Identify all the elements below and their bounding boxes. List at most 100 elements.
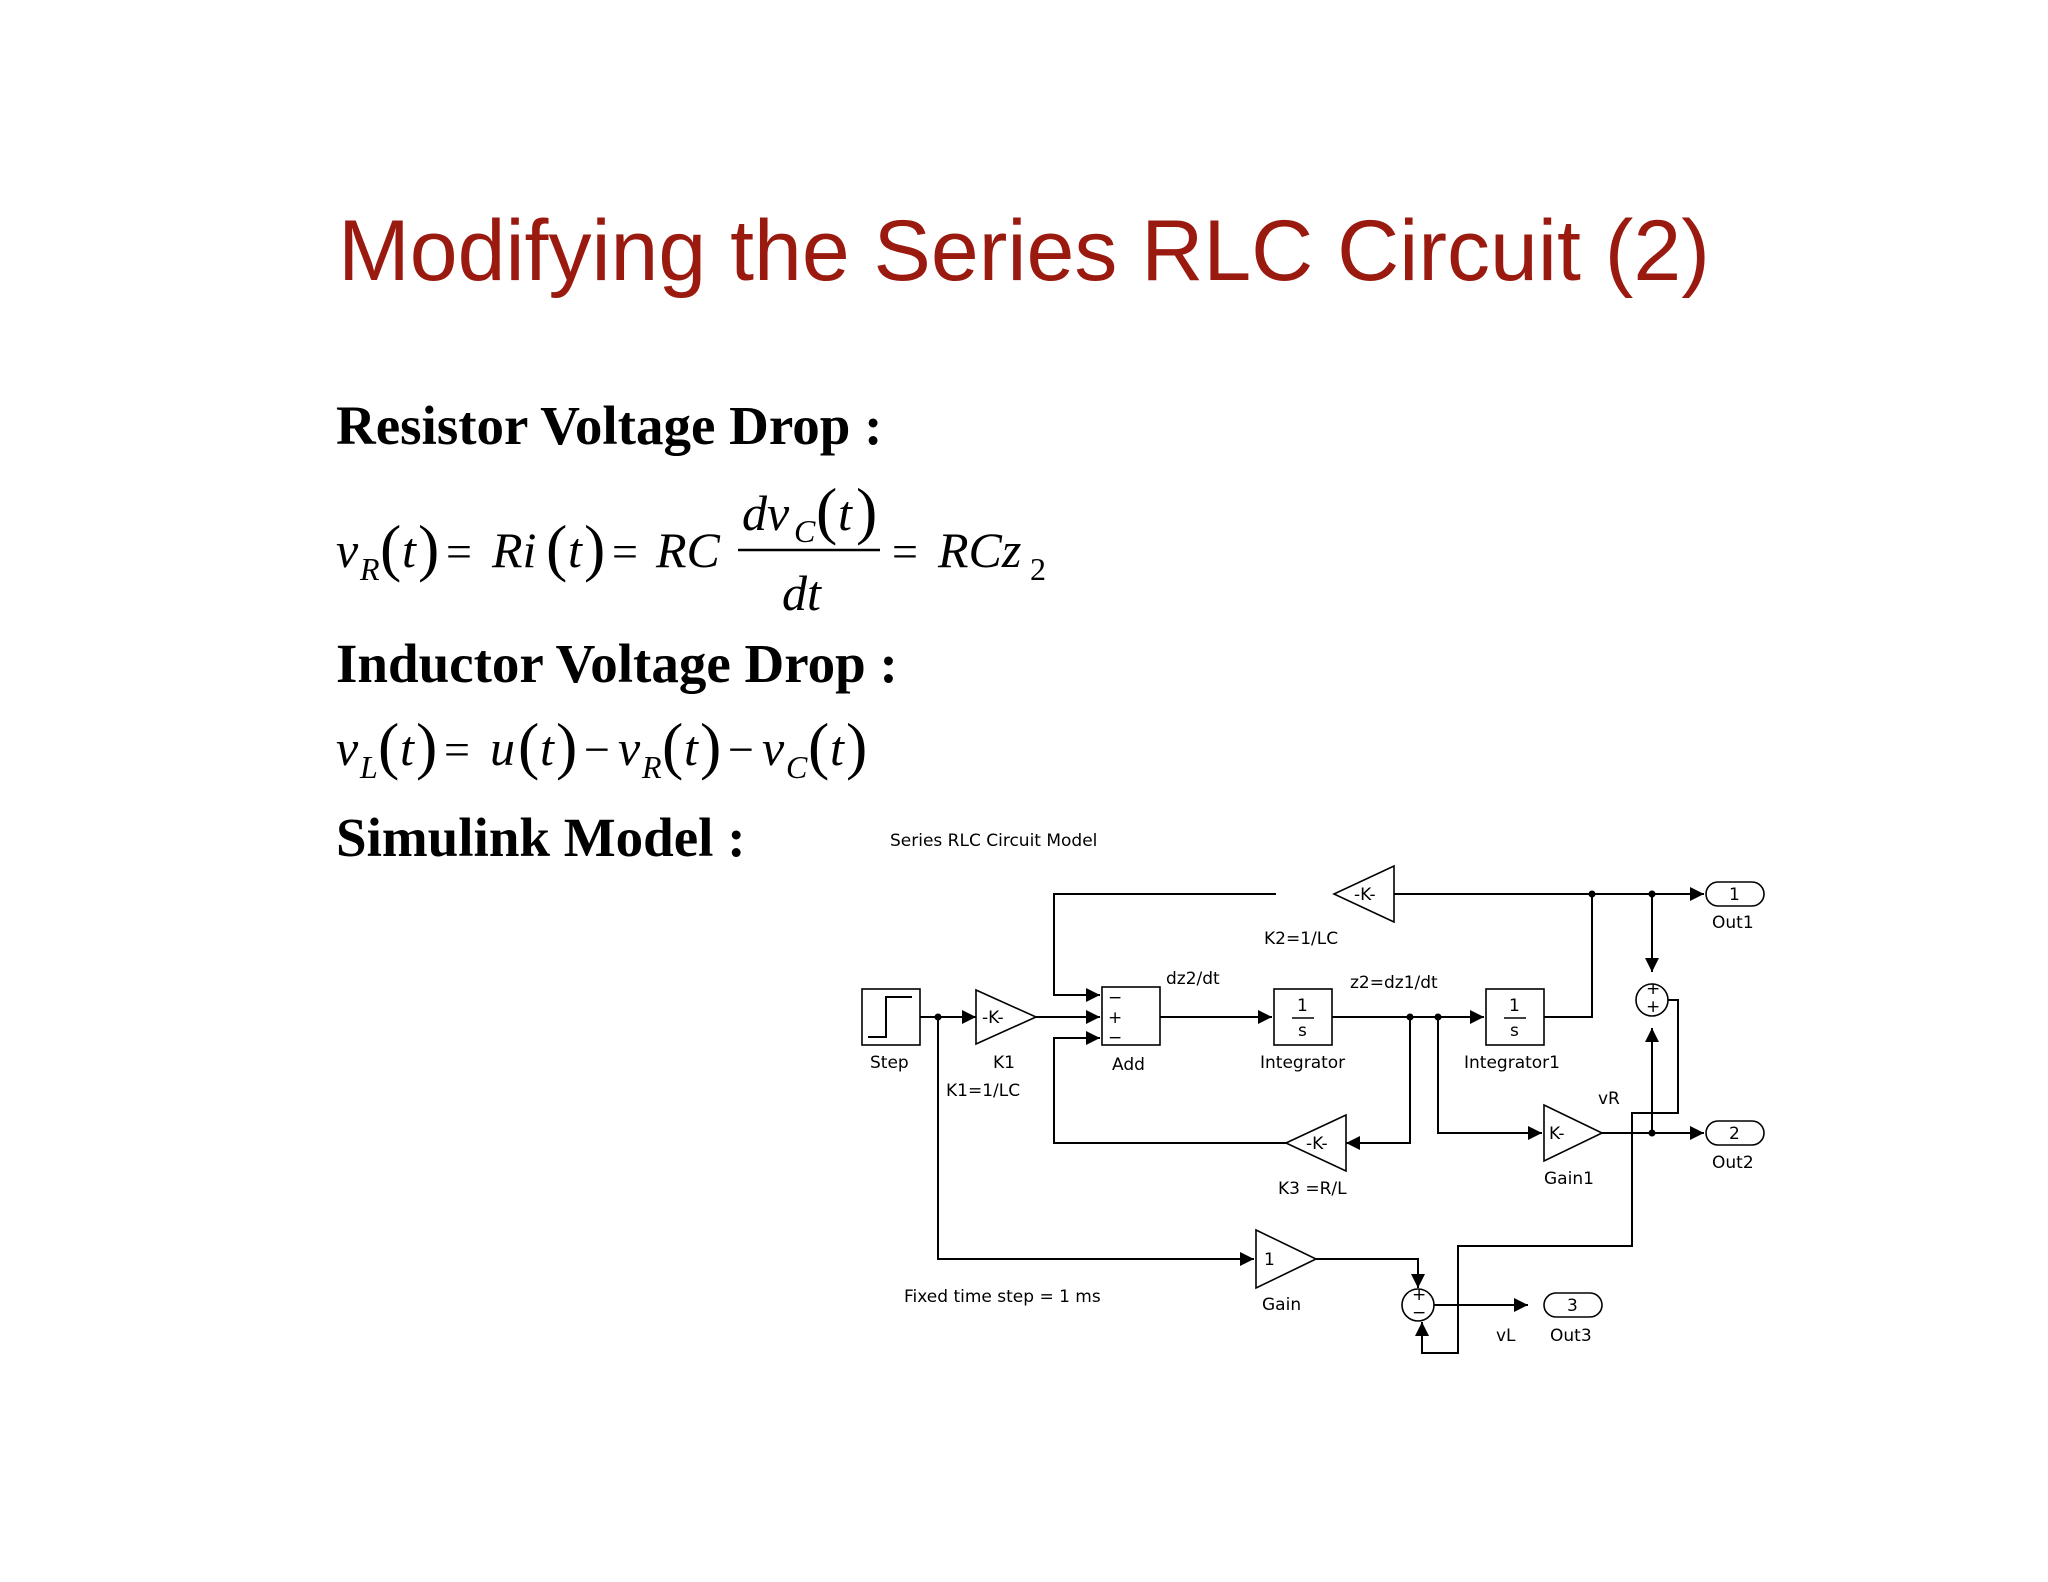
svg-text:t: t: [540, 720, 555, 776]
out1-label: Out1: [1712, 913, 1754, 933]
k3-gain-block[interactable]: -K- K3 =R/L: [1278, 1113, 1347, 1199]
svg-text:dv: dv: [742, 485, 790, 541]
svg-text:t: t: [830, 720, 845, 776]
svg-text:(: (: [378, 710, 399, 781]
svg-text:t: t: [684, 720, 699, 776]
svg-text:(: (: [518, 710, 539, 781]
svg-text:): ): [856, 475, 877, 546]
svg-text:C: C: [786, 749, 808, 785]
svg-text:): ): [556, 710, 577, 781]
svg-text:(: (: [816, 475, 837, 546]
gain-value: 1: [1264, 1250, 1275, 1270]
svg-text:): ): [846, 710, 867, 781]
out1-port-number: 1: [1729, 885, 1740, 905]
k2-label: K2=1/LC: [1264, 929, 1338, 949]
svg-text:(: (: [546, 512, 567, 583]
sum-bottom-sign-1: +: [1412, 1285, 1426, 1305]
add-label: Add: [1112, 1055, 1145, 1075]
svg-text:v: v: [762, 720, 785, 776]
svg-text:v: v: [336, 522, 359, 578]
out2-port[interactable]: 2 Out2: [1705, 1120, 1765, 1173]
svg-text:): ): [418, 512, 439, 583]
svg-text:v: v: [618, 720, 641, 776]
add-sign-1: −: [1108, 988, 1122, 1008]
svg-text:u: u: [490, 720, 515, 776]
k3-label: K3 =R/L: [1278, 1179, 1347, 1199]
resistor-equation: v R ( t ) = Ri ( t ) = RC dv C ( t ) dt …: [336, 475, 1046, 621]
k1-param-label: K1=1/LC: [946, 1081, 1020, 1101]
svg-text:=: =: [892, 526, 918, 577]
junction-dots: [934, 890, 1656, 1137]
sum-top-sign-1: +: [1646, 979, 1660, 999]
svg-text:): ): [584, 512, 605, 583]
out2-label: Out2: [1712, 1153, 1754, 1173]
fixed-step-note: Fixed time step = 1 ms: [904, 1287, 1101, 1307]
step-label: Step: [870, 1053, 909, 1073]
vr-signal-label: vR: [1598, 1089, 1620, 1109]
svg-text:L: L: [359, 749, 378, 785]
svg-text:=: =: [612, 526, 638, 577]
dz2-signal-label: dz2/dt: [1166, 969, 1220, 989]
svg-text:): ): [416, 710, 437, 781]
svg-text:(: (: [662, 710, 683, 781]
add-sign-3: −: [1108, 1028, 1122, 1048]
heading-simulink-model: Simulink Model :: [336, 807, 746, 868]
k1-gain-block[interactable]: -K- K1 K1=1/LC: [946, 988, 1038, 1101]
gain-label: Gain: [1262, 1295, 1301, 1315]
gain1-block[interactable]: K- Gain1: [1543, 1103, 1604, 1189]
integrator1-block[interactable]: 1 s Integrator1: [1464, 988, 1560, 1073]
svg-text:−: −: [584, 724, 610, 775]
svg-text:−: −: [728, 724, 754, 775]
out3-label: Out3: [1550, 1326, 1592, 1346]
svg-text:t: t: [838, 485, 853, 541]
add-sign-2: +: [1108, 1008, 1122, 1028]
k3-gain-value: -K-: [1306, 1134, 1328, 1154]
gain1-label: Gain1: [1544, 1169, 1594, 1189]
sum-top-sign-2: +: [1646, 997, 1660, 1017]
svg-text:R: R: [359, 551, 380, 587]
gain-block[interactable]: 1 Gain: [1255, 1228, 1318, 1315]
out3-port[interactable]: 3 Out3: [1543, 1292, 1603, 1346]
z2-signal-label: z2=dz1/dt: [1350, 973, 1438, 993]
svg-text:): ): [700, 710, 721, 781]
svg-text:(: (: [808, 710, 829, 781]
k2-gain-value: -K-: [1354, 885, 1376, 905]
k2-gain-block[interactable]: -K- K2=1/LC: [1264, 864, 1395, 949]
integrator1-numerator: 1: [1509, 996, 1520, 1016]
heading-resistor-voltage-drop: Resistor Voltage Drop :: [336, 395, 883, 456]
integrator1-denominator: s: [1510, 1021, 1519, 1041]
svg-text:v: v: [336, 720, 359, 776]
svg-text:=: =: [444, 724, 470, 775]
svg-text:t: t: [400, 720, 415, 776]
vl-signal-label: vL: [1496, 1326, 1516, 1346]
svg-text:dt: dt: [782, 565, 822, 621]
svg-text:C: C: [794, 513, 816, 549]
gain1-gain-value: K-: [1549, 1124, 1565, 1144]
step-block[interactable]: Step: [861, 988, 921, 1073]
out3-port-number: 3: [1567, 1296, 1578, 1316]
integrator-block[interactable]: 1 s Integrator: [1260, 988, 1345, 1073]
add-block[interactable]: − + − Add: [1101, 986, 1161, 1075]
heading-inductor-voltage-drop: Inductor Voltage Drop :: [336, 633, 898, 694]
out2-port-number: 2: [1729, 1124, 1740, 1144]
svg-text:(: (: [380, 512, 401, 583]
k1-label: K1: [993, 1053, 1015, 1073]
integrator-numerator: 1: [1297, 996, 1308, 1016]
sum-block-top[interactable]: + +: [1635, 979, 1669, 1017]
sum-bottom-sign-2: −: [1412, 1303, 1426, 1323]
out1-port[interactable]: 1 Out1: [1705, 881, 1765, 933]
svg-text:t: t: [402, 522, 417, 578]
svg-text:Ri: Ri: [491, 522, 536, 578]
k1-gain-value: -K-: [982, 1008, 1004, 1028]
integrator-label: Integrator: [1260, 1053, 1345, 1073]
svg-text:t: t: [568, 522, 583, 578]
slide-title: Modifying the Series RLC Circuit (2): [338, 203, 1710, 299]
integrator-denominator: s: [1298, 1021, 1307, 1041]
sum-block-bottom[interactable]: + −: [1401, 1285, 1435, 1323]
inductor-equation: v L ( t ) = u ( t ) − v R ( t ) − v C ( …: [336, 710, 867, 785]
svg-text:2: 2: [1030, 551, 1046, 587]
wires: [920, 893, 1704, 1354]
svg-text:RCz: RCz: [937, 522, 1021, 578]
